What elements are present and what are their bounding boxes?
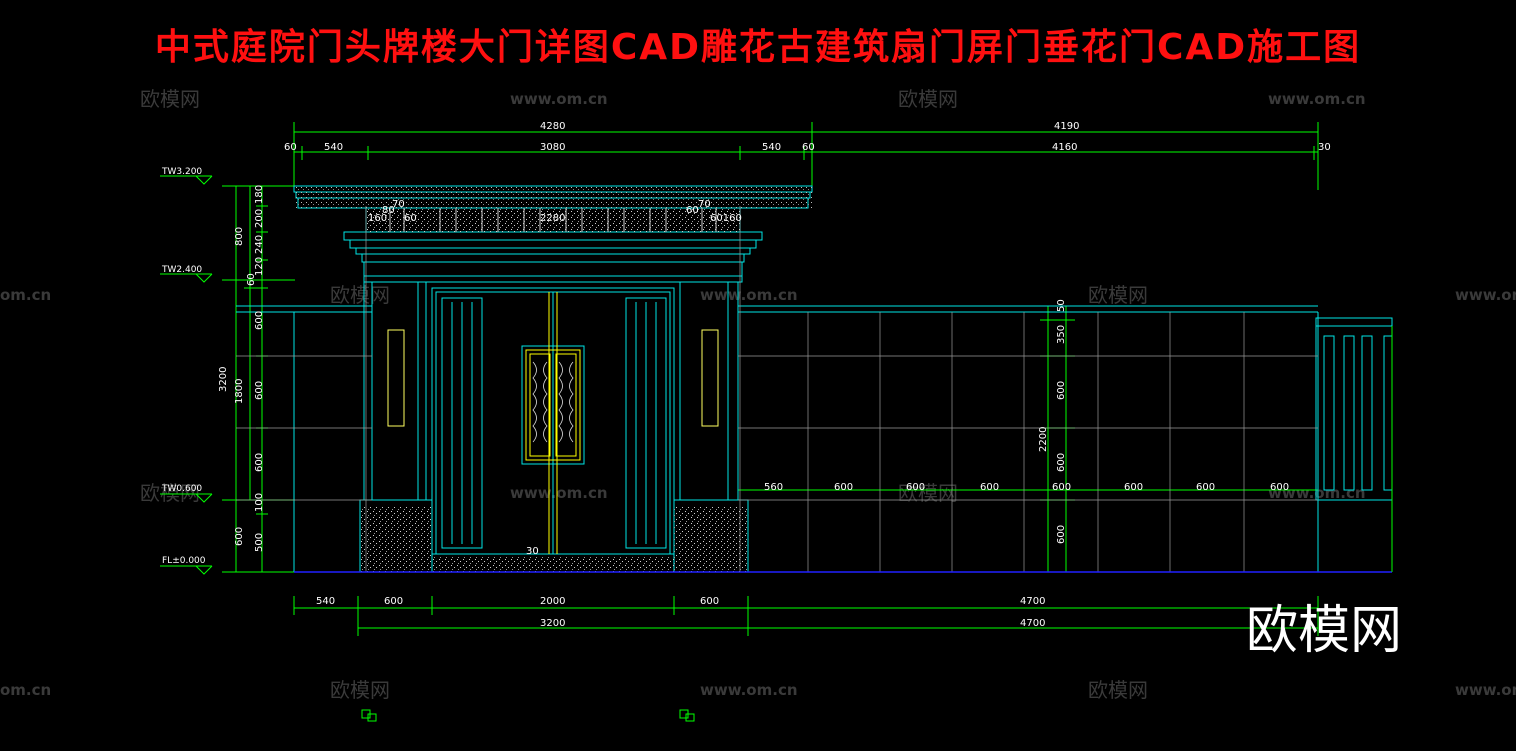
watermark-url: www.om.cn: [1268, 90, 1366, 108]
dim-label: 600: [1056, 525, 1067, 544]
dim-label: 30: [1318, 142, 1331, 153]
level-label: TW0.600: [161, 484, 202, 494]
dim-label: 600: [1056, 453, 1067, 472]
dim-label: 600: [254, 381, 265, 400]
dim-label: 600: [254, 453, 265, 472]
dim-label: 600: [254, 311, 265, 330]
watermark-url: www.om.cn: [1268, 484, 1366, 502]
dim-label: 600: [1056, 381, 1067, 400]
watermark-cn: 欧模网: [898, 87, 958, 111]
dim-label: 60: [246, 273, 257, 286]
dimension-lines: [222, 122, 1319, 636]
watermark-url: www.om.cn: [700, 286, 798, 304]
dim-label: 4280: [540, 121, 565, 132]
watermark-cn: 欧模网: [140, 87, 200, 111]
dim-label: 600: [834, 482, 853, 493]
watermark-cn: 欧模网: [140, 481, 200, 505]
dim-label: 60: [802, 142, 815, 153]
dim-label: 60: [686, 205, 699, 216]
watermark-url: om.cn: [0, 681, 51, 699]
wall-grid: [236, 206, 1318, 572]
level-label: TW3.200: [161, 167, 202, 177]
dim-label: 2000: [540, 596, 565, 607]
dim-label: 600: [700, 596, 719, 607]
dim-label: 100: [254, 493, 265, 512]
dim-label: 3200: [540, 618, 565, 629]
dim-label: 3080: [540, 142, 565, 153]
dim-label: 600: [1196, 482, 1215, 493]
dim-label: 540: [762, 142, 781, 153]
dim-label: 80: [382, 205, 395, 216]
dim-label: 4190: [1054, 121, 1079, 132]
roof-balusters: [389, 208, 717, 232]
dim-label: 4700: [1020, 596, 1045, 607]
watermark-url: www.om.cn: [510, 90, 608, 108]
dim-label: 1800: [234, 379, 245, 404]
dim-label: 4160: [1052, 142, 1077, 153]
dim-label: 600: [1270, 482, 1289, 493]
dim-label: 60: [284, 142, 297, 153]
watermark-cn: 欧模网: [330, 678, 390, 702]
level-markers: TW3.200 TW2.400 TW0.600 FL±0.000: [160, 167, 213, 575]
dim-label: 600: [384, 596, 403, 607]
dim-label: 560: [764, 482, 783, 493]
dim-label: 60160: [710, 213, 742, 224]
dim-label: 600: [1124, 482, 1143, 493]
watermark-url: www.om.cn: [510, 484, 608, 502]
dim-label: 540: [316, 596, 335, 607]
dim-label: 240: [254, 235, 265, 254]
drawing-title: 中式庭院门头牌楼大门详图CAD雕花古建筑扇门屏门垂花门CAD施工图: [154, 27, 1362, 68]
dim-label: 200: [254, 209, 265, 228]
stone-texture: [294, 186, 812, 572]
dim-label: 500: [254, 533, 265, 552]
dim-label: 180: [254, 185, 265, 204]
watermark-cn: 欧模网: [898, 481, 958, 505]
dim-label: 600: [980, 482, 999, 493]
carved-ornament-panel: [521, 292, 585, 554]
dim-label: 540: [324, 142, 343, 153]
watermark-url: www.om.cn: [700, 681, 798, 699]
dim-label: 2280: [540, 213, 565, 224]
door-threshold-label: 30: [526, 546, 539, 557]
level-label: FL±0.000: [162, 556, 206, 566]
dim-label: 70: [698, 199, 711, 210]
dim-label: 600: [906, 482, 925, 493]
level-label: TW2.400: [161, 265, 202, 275]
dim-label: 600: [234, 527, 245, 546]
dim-label: 4700: [1020, 618, 1045, 629]
dim-label: 800: [234, 227, 245, 246]
watermark-cn: 欧模网: [1088, 678, 1148, 702]
watermark-logo: 欧模网: [1246, 601, 1402, 661]
dim-label: 3200: [218, 367, 229, 392]
watermarks: 欧模网 www.om.cn 欧模网 www.om.cn om.cn 欧模网 ww…: [0, 87, 1516, 702]
section-markers: [361, 709, 695, 722]
dim-label: 70: [392, 199, 405, 210]
dim-label: 60: [404, 213, 417, 224]
watermark-url: www.om.cn: [1455, 286, 1516, 304]
watermark-url: www.om.cn: [1455, 681, 1516, 699]
watermark-cn: 欧模网: [330, 283, 390, 307]
watermark-cn: 欧模网: [1088, 283, 1148, 307]
dimension-labels: 4280 4190 60 540 3080 540 60 4160 30 70 …: [218, 121, 1331, 629]
dim-label: 350: [1056, 325, 1067, 344]
dim-label: 120: [254, 257, 265, 276]
watermark-url: om.cn: [0, 286, 51, 304]
dim-label: 600: [1052, 482, 1071, 493]
dim-label: 160: [368, 213, 387, 224]
dim-label: 2200: [1038, 427, 1049, 452]
dim-label: 50: [1056, 299, 1067, 312]
